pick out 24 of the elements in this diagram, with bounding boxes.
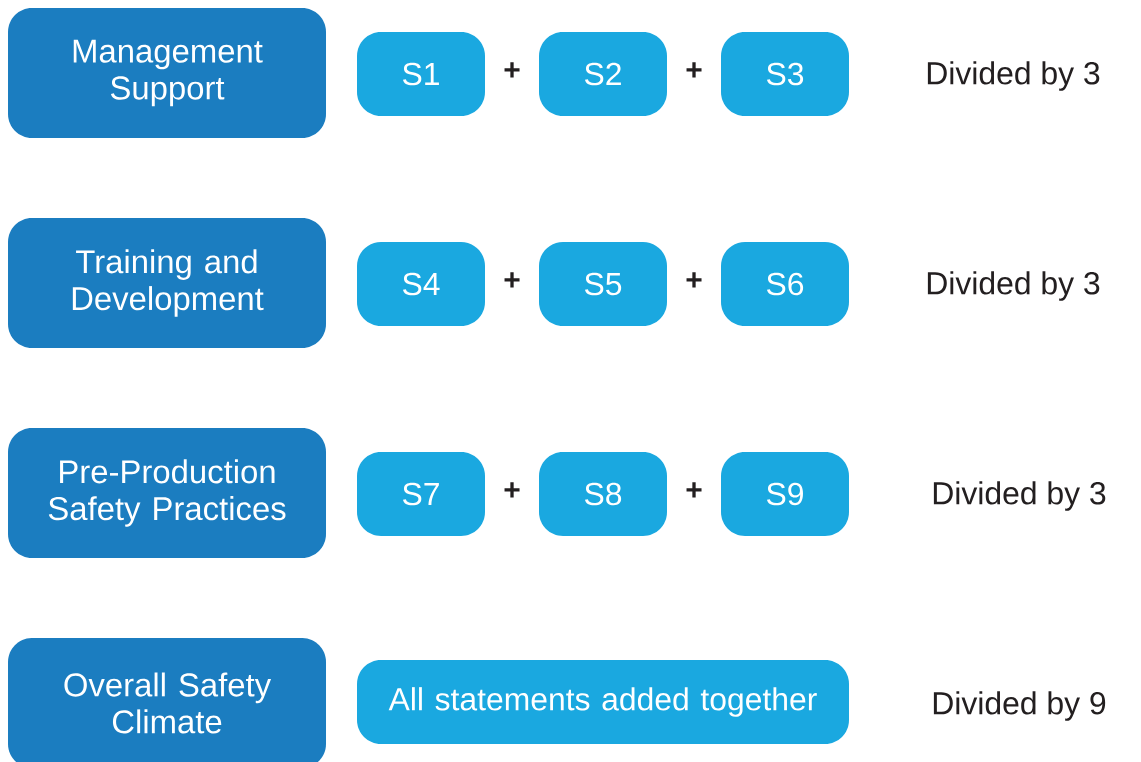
- statement-box: S3: [721, 32, 849, 116]
- statement-box: S6: [721, 242, 849, 326]
- statement-box: S1: [357, 32, 485, 116]
- plus-sign: +: [504, 272, 520, 288]
- divisor-text: Divided by 3: [933, 481, 1106, 511]
- category-box: Management Support: [8, 8, 326, 138]
- divisor-text: Divided by 3: [927, 271, 1100, 301]
- statement-box: S7: [357, 452, 485, 536]
- plus-sign: +: [686, 272, 702, 288]
- plus-sign: +: [504, 62, 520, 78]
- category-box: Overall Safety Climate: [8, 638, 326, 762]
- divisor-text: Divided by 9: [933, 691, 1106, 721]
- divisor-text: Divided by 3: [927, 61, 1100, 91]
- plus-sign: +: [686, 482, 702, 498]
- category-box: Pre-Production Safety Practices: [8, 428, 326, 558]
- statement-box: S2: [539, 32, 667, 116]
- category-box: Training and Development: [8, 218, 326, 348]
- statement-box: All statements added together: [357, 660, 849, 744]
- plus-sign: +: [686, 62, 702, 78]
- statement-box: S9: [721, 452, 849, 536]
- statement-box: S4: [357, 242, 485, 326]
- statement-box: S8: [539, 452, 667, 536]
- statement-box: S5: [539, 242, 667, 326]
- plus-sign: +: [504, 482, 520, 498]
